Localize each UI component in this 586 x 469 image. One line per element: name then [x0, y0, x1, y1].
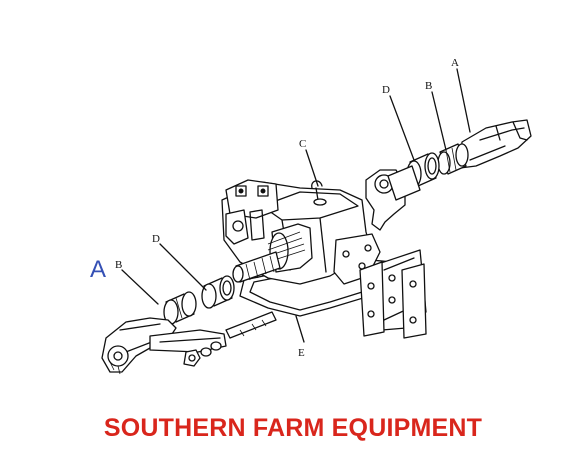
- cross-shaft-right-end: [365, 165, 421, 231]
- mounting-brackets: [359, 249, 427, 339]
- leader-lines: [121, 68, 471, 343]
- callout-gasket: E: [298, 347, 305, 359]
- left-bushing: [163, 291, 197, 325]
- callout-left-bushing: B: [115, 259, 122, 271]
- callout-right-bushing: B: [425, 80, 432, 92]
- callout-left-seal: D: [152, 233, 160, 245]
- left-lift-arm: [101, 311, 277, 375]
- callout-right-arm: A: [451, 57, 459, 69]
- dipstick: [311, 180, 327, 206]
- highlight-label: A: [90, 256, 107, 283]
- callout-dipstick: C: [299, 138, 306, 150]
- cross-shaft-left: [232, 251, 281, 283]
- brand-footer: SOUTHERN FARM EQUIPMENT: [103, 414, 483, 442]
- right-bushing: [437, 143, 469, 175]
- left-seal: [201, 275, 235, 309]
- right-lift-arm: [459, 119, 532, 169]
- callout-right-seal: D: [382, 84, 390, 96]
